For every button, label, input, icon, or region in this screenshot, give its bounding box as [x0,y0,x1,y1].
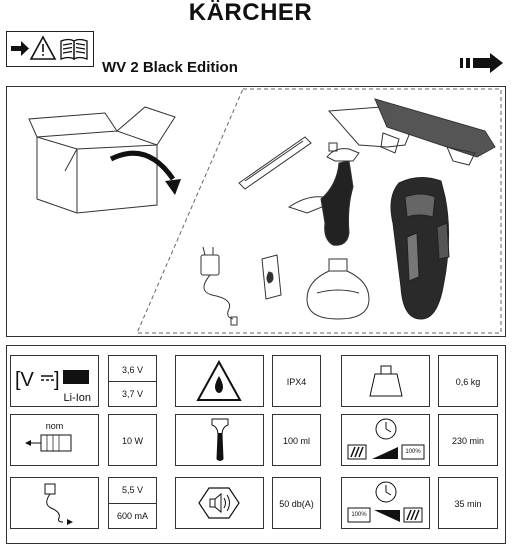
protection-value-cell: IPX4 [272,355,321,407]
charge-time-value-cell: 230 min [438,414,498,466]
voltage-nominal: 3,6 V [121,365,143,375]
next-page-arrow-icon [460,52,504,74]
microfibre-pad-illustration [238,136,312,190]
charge-time-icon-cell: 100% [341,414,430,466]
squeegee-blades-illustration [327,98,496,166]
charger-value-cell: 5,5 V 600 mA [108,477,157,529]
run-time-icon [347,481,423,523]
charger-current: 600 mA [116,511,149,521]
charger-illustration [200,246,238,326]
package-contents-panel [6,86,506,337]
contents-dashed-border [136,88,502,334]
protection-icon-cell [175,355,264,407]
protection-rating: IPX4 [286,377,307,387]
charge-time-value: 230 min [451,436,485,446]
noise-level-icon [198,487,240,519]
warning-icon [29,35,57,60]
noise-value-cell: 50 db(A) [272,477,321,529]
open-box-illustration [28,106,176,214]
battery-type-label: Li-Ion [63,392,91,404]
noise-icon-cell [175,477,264,529]
run-time-icon-cell: 100% [341,477,430,529]
weight-value: 0,6 kg [455,377,481,387]
water-protection-icon [196,359,242,401]
svg-text:]: ] [54,369,60,391]
run-full-label: 100% [351,512,367,518]
motor-icon [25,434,72,452]
arrow-right-icon [11,41,29,56]
product-title: WV 2 Black Edition [102,59,238,76]
noise-level: 50 db(A) [279,499,314,509]
tank-icon-cell [175,414,264,466]
run-time-value: 35 min [454,499,482,509]
charge-full-label: 100% [405,449,421,455]
svg-text:[V: [V [15,369,35,391]
brand-logo: KÄRCHER [188,0,313,26]
voltage-value-cell: 3,6 V 3,7 V [108,355,157,407]
bottle-illustration [306,258,370,320]
charger-icon-cell [10,477,99,529]
charge-time-icon [347,418,425,460]
tank-value-cell: 100 ml [272,414,321,466]
unpack-arrow-icon [109,150,181,195]
voltage-icon-cell: [V ] Li-Ion [10,355,99,407]
weight-value-cell: 0,6 kg [438,355,498,407]
tank-volume: 100 ml [282,436,310,446]
battery-voltage-icon: [V ] [15,369,89,391]
power-icon-cell: nom [10,414,99,466]
motor-nominal-label: nom [45,421,64,431]
run-time-value-cell: 35 min [438,477,498,529]
water-tank-icon [211,418,229,461]
window-vac-illustration [390,177,450,320]
manual-book-icon [60,38,88,61]
voltage-max: 3,7 V [121,389,143,399]
spray-bottle-illustration [287,142,360,246]
safety-instructions-box [6,31,94,67]
technical-specs-panel: [V ] Li-Ion 3,6 V 3,7 V nom 10 W [6,345,506,544]
power-value: 10 W [121,436,143,446]
charger-icon [44,483,73,525]
weight-icon [369,365,403,397]
manual-card-illustration [261,254,282,300]
charger-voltage: 5,5 V [121,485,143,495]
power-value-cell: 10 W [108,414,157,466]
weight-icon-cell [341,355,430,407]
